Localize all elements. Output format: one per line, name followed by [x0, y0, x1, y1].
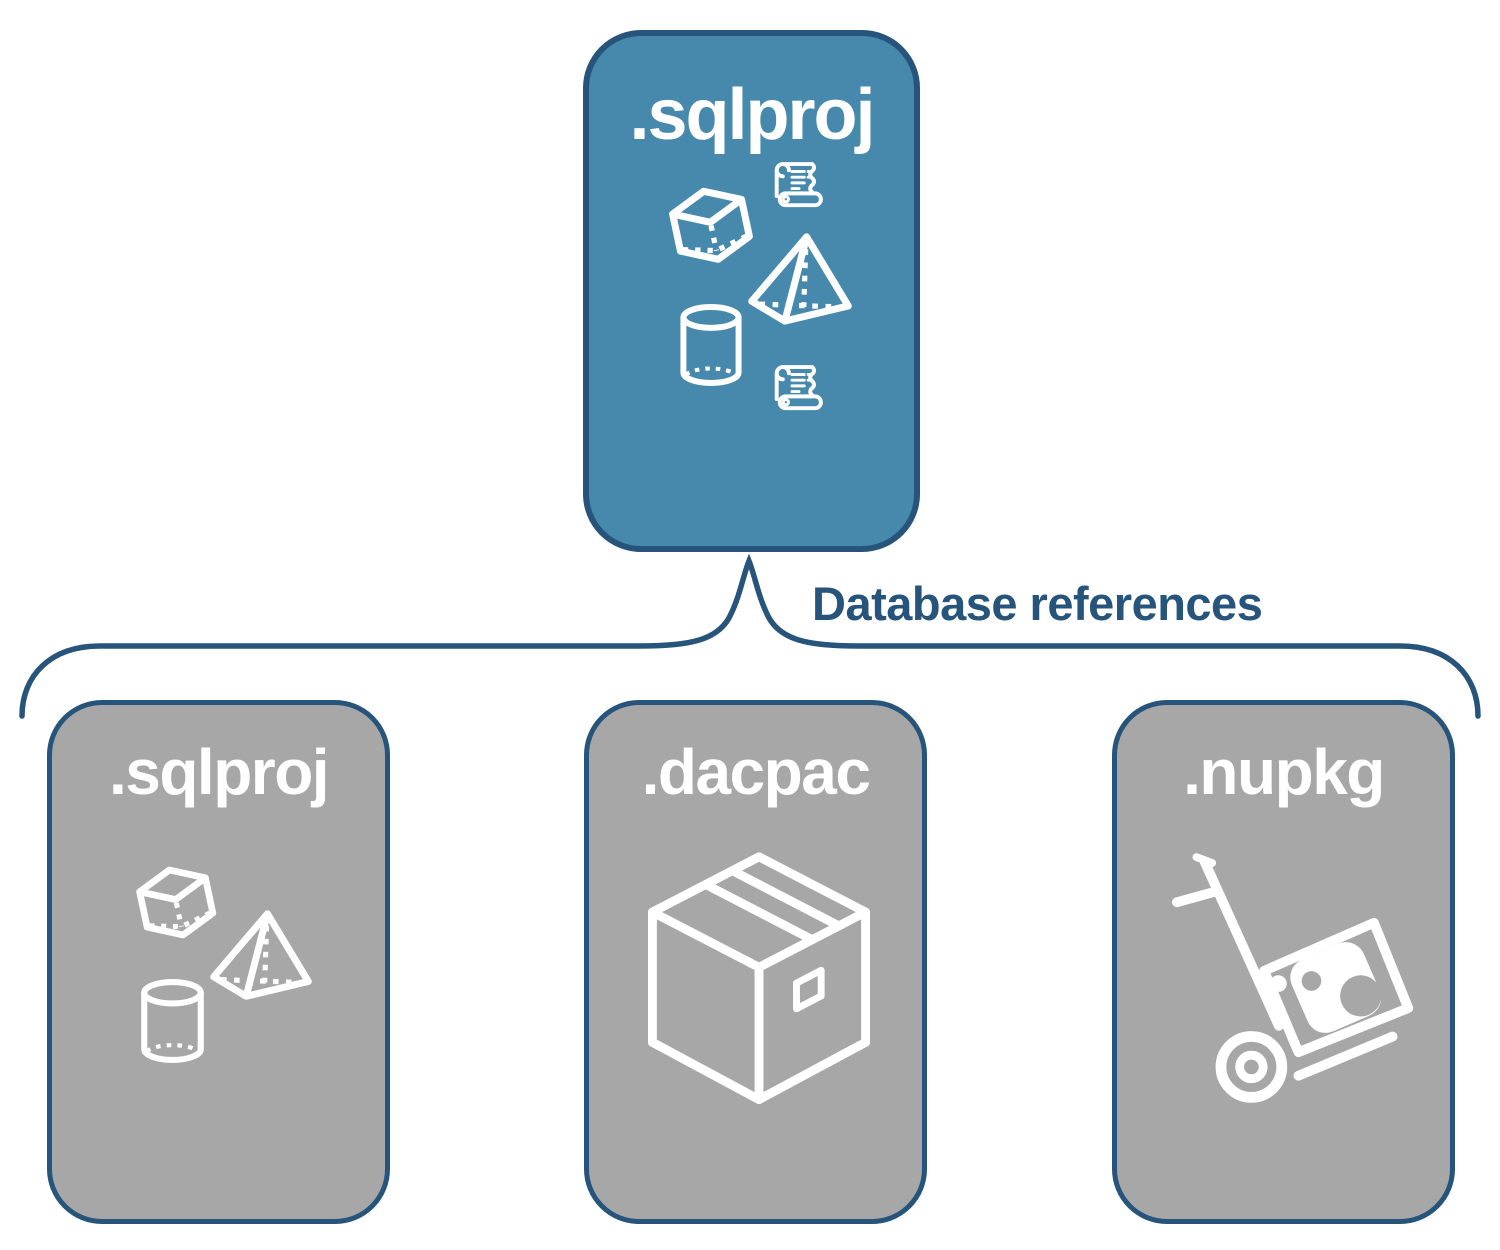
hand-truck-icon	[1177, 857, 1408, 1097]
node-child-sqlproj-label: .sqlproj	[108, 736, 330, 808]
package-box-icon	[652, 857, 865, 1100]
node-child-sqlproj: .sqlproj	[47, 700, 390, 1224]
node-root-sqlproj: .sqlproj	[583, 30, 920, 552]
pyramid-icon	[214, 914, 309, 997]
cylinder-icon	[144, 982, 201, 1060]
node-child-dacpac: .dacpac	[584, 700, 927, 1224]
root-icon-cluster	[665, 162, 865, 411]
cube-icon	[136, 863, 216, 942]
sqlproj-icon-cluster	[134, 863, 314, 1065]
nupkg-icon-cluster	[1171, 851, 1421, 1126]
scroll-icon	[774, 365, 823, 411]
dacpac-icon-cluster	[639, 845, 879, 1141]
pyramid-icon	[752, 237, 848, 321]
node-child-dacpac-label: .dacpac	[641, 736, 871, 808]
connector-label: Database references	[812, 577, 1263, 630]
node-child-nupkg: .nupkg	[1112, 700, 1455, 1224]
node-root-label: .sqlproj	[629, 75, 875, 155]
cylinder-icon	[683, 307, 738, 383]
scroll-icon	[774, 162, 823, 208]
node-child-nupkg-label: .nupkg	[1183, 736, 1385, 808]
cube-icon	[669, 184, 752, 267]
